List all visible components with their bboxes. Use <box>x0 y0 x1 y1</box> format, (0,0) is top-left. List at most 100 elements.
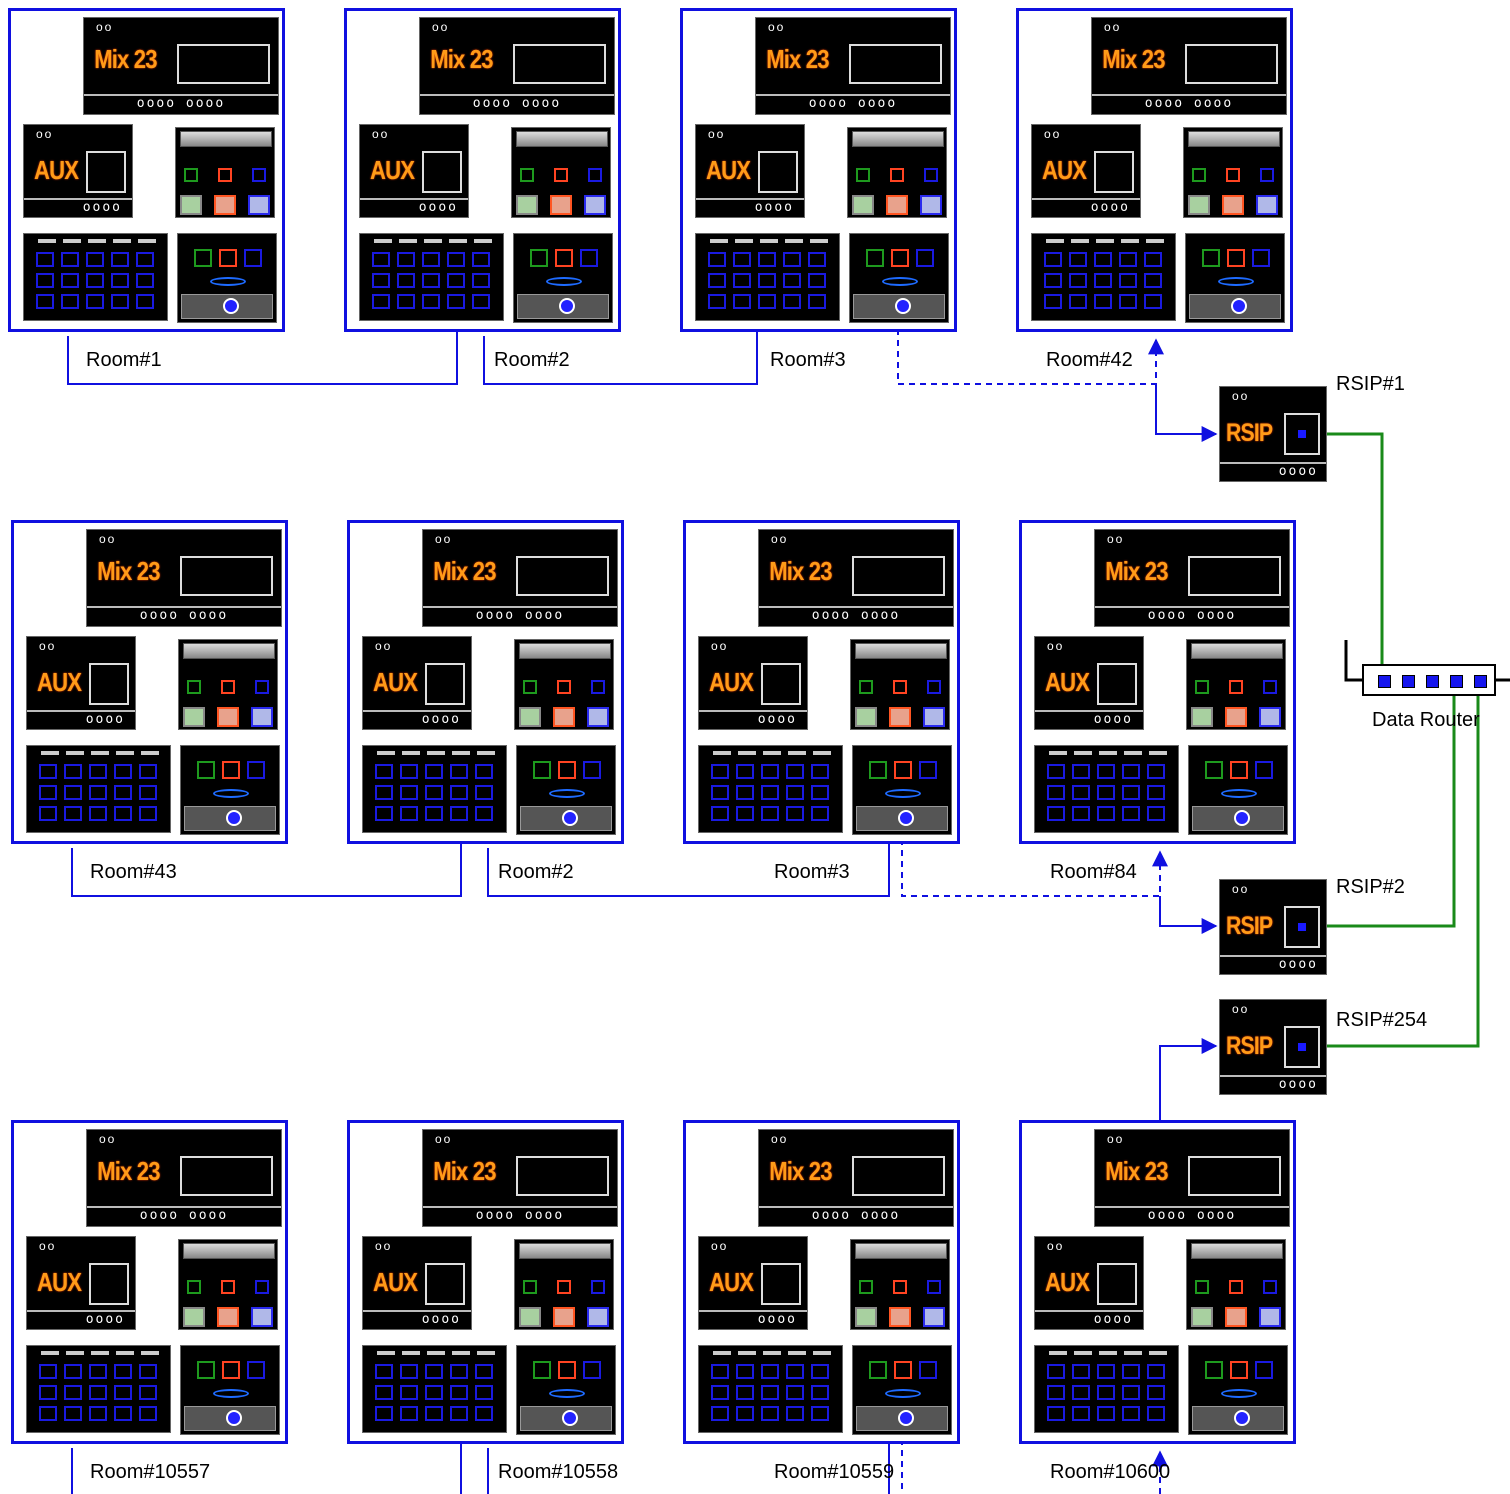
green-led-icon <box>523 1280 537 1294</box>
blue-button-icon <box>923 707 945 727</box>
green-led-icon <box>197 1361 215 1379</box>
status-leds: oo <box>771 1132 789 1146</box>
mixer-device: oo Mix 23 oooo oooo <box>422 529 618 627</box>
keypad-key <box>375 785 393 800</box>
keypad-key <box>736 1364 754 1379</box>
knob-icon <box>559 298 575 314</box>
blue-led-icon <box>1263 1280 1277 1294</box>
blue-led-icon <box>927 680 941 694</box>
keypad-indicator <box>477 751 495 755</box>
knob-icon <box>562 1410 578 1426</box>
keypad-indicator <box>1049 1351 1067 1355</box>
control-panel-device <box>847 127 947 218</box>
keypad-key <box>1069 252 1087 267</box>
router-port-icon <box>1450 675 1463 688</box>
green-led-icon <box>187 680 201 694</box>
keypad-key <box>375 1406 393 1421</box>
red-led-icon <box>218 168 232 182</box>
bus-wire <box>1155 384 1218 442</box>
rsip-device-3: oo RSIP oooo <box>1219 999 1327 1095</box>
keypad-key <box>375 1385 393 1400</box>
keypad-key <box>475 785 493 800</box>
keypad-key <box>1119 294 1137 309</box>
green-button-icon <box>1188 195 1210 215</box>
panel-display <box>183 1243 275 1259</box>
remote-device <box>1188 745 1288 835</box>
keypad-key <box>786 806 804 821</box>
aux-display <box>89 663 129 705</box>
remote-base <box>1189 294 1281 319</box>
mixer-knobs: oooo oooo <box>423 1206 617 1226</box>
ir-sensor-icon <box>885 1389 921 1398</box>
blue-led-icon <box>580 249 598 267</box>
mixer-device: oo Mix 23 oooo oooo <box>755 17 951 115</box>
room-label: Room#10557 <box>90 1461 211 1483</box>
keypad-indicator <box>810 239 828 243</box>
aux-device: oo AUX oooo <box>698 1236 808 1330</box>
room-label: Room#84 <box>1050 861 1137 883</box>
remote-device <box>852 1345 952 1435</box>
ir-sensor-icon <box>1221 1389 1257 1398</box>
green-button-icon <box>1191 707 1213 727</box>
mixer-display <box>180 1156 273 1196</box>
keypad-indicator <box>813 1351 831 1355</box>
keypad-device <box>362 1345 507 1433</box>
keypad-indicator <box>91 1351 109 1355</box>
aux-display <box>425 663 465 705</box>
aux-logo: AUX <box>1045 667 1090 697</box>
keypad-key <box>111 294 129 309</box>
keypad-indicator <box>1071 239 1089 243</box>
keypad-key <box>114 806 132 821</box>
aux-display <box>758 151 798 193</box>
keypad-key <box>783 294 801 309</box>
keypad-indicator <box>477 1351 495 1355</box>
green-led-icon <box>1195 680 1209 694</box>
router-label: Data Router <box>1372 709 1480 731</box>
green-led-icon <box>1205 1361 1223 1379</box>
rsip-device-2: oo RSIP oooo <box>1219 879 1327 975</box>
green-led-icon <box>533 1361 551 1379</box>
aux-logo: AUX <box>370 155 415 185</box>
room-label: Room#2 <box>494 349 570 371</box>
aux-device: oo AUX oooo <box>362 1236 472 1330</box>
green-led-icon <box>1195 1280 1209 1294</box>
keypad-key <box>1047 1364 1065 1379</box>
ir-sensor-icon <box>210 277 246 286</box>
control-panel-device <box>850 639 950 730</box>
control-panel-device <box>1186 639 1286 730</box>
keypad-key <box>786 1406 804 1421</box>
green-led-icon <box>530 249 548 267</box>
keypad-indicator <box>763 751 781 755</box>
remote-base <box>184 806 276 831</box>
mixer-display <box>1185 44 1278 84</box>
keypad-indicator <box>1146 239 1164 243</box>
status-leds: oo <box>372 127 390 141</box>
blue-led-icon <box>591 1280 605 1294</box>
keypad-key <box>1144 294 1162 309</box>
keypad-indicator <box>41 751 59 755</box>
red-led-icon <box>893 1280 907 1294</box>
remote-base <box>856 1406 948 1431</box>
keypad-device <box>26 745 171 833</box>
ir-sensor-icon <box>1221 789 1257 798</box>
aux-logo: AUX <box>1045 1267 1090 1297</box>
keypad-indicator <box>377 1351 395 1355</box>
remote-base <box>517 294 609 319</box>
keypad-indicator <box>474 239 492 243</box>
keypad-key <box>375 764 393 779</box>
keypad-indicator <box>1049 751 1067 755</box>
knob-icon <box>898 1410 914 1426</box>
keypad-key <box>1144 273 1162 288</box>
room-box-10: oo Mix 23 oooo oooo oo AUX oooo <box>347 1120 624 1444</box>
keypad-device <box>362 745 507 833</box>
keypad-key <box>761 806 779 821</box>
remote-base <box>520 806 612 831</box>
knob-icon <box>226 810 242 826</box>
keypad-key <box>1072 806 1090 821</box>
status-leds: oo <box>1044 127 1062 141</box>
red-led-icon <box>558 761 576 779</box>
keypad-key <box>425 1406 443 1421</box>
keypad-key <box>139 806 157 821</box>
keypad-key <box>1119 273 1137 288</box>
